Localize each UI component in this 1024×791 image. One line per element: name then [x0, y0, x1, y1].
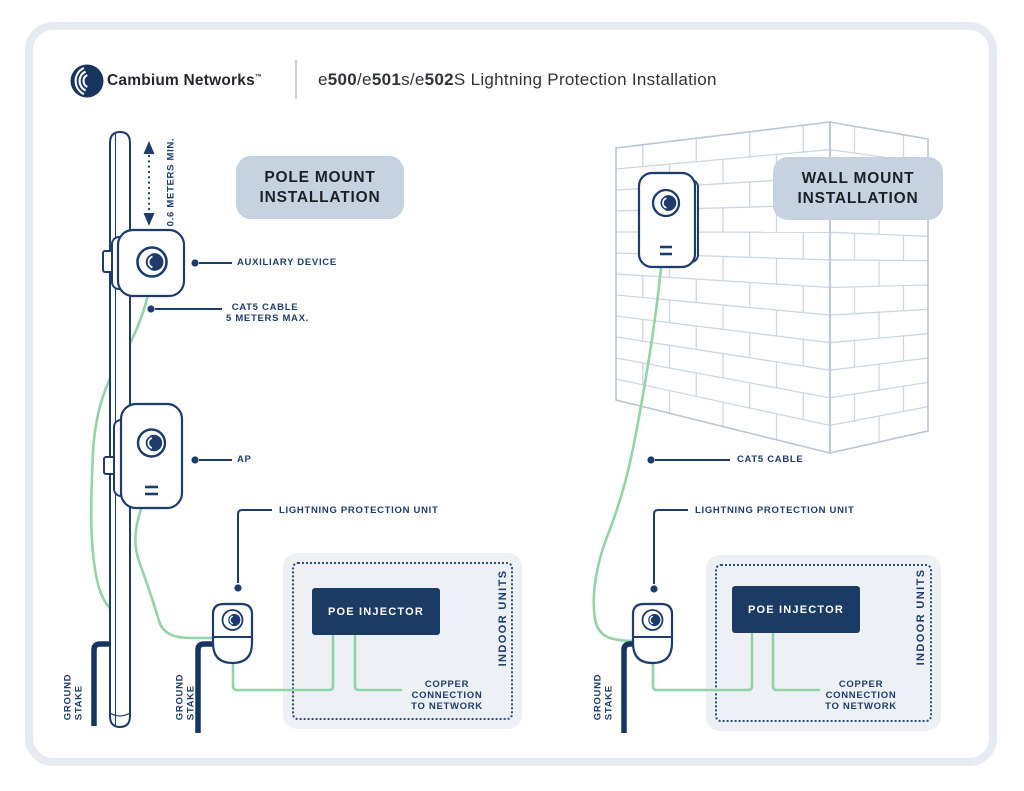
header-divider [295, 60, 297, 99]
ground-stake-label-pole: GROUND STAKE [62, 673, 85, 721]
ground-stake-label-wall: GROUND STAKE [592, 673, 615, 721]
indoor-units-panel-pole [283, 553, 522, 729]
ground-stake-lpu-left [195, 641, 216, 733]
dimension-label: 0.6 METERS MIN. [165, 137, 177, 227]
indoor-units-label-wall: INDOOR UNITS [915, 568, 927, 666]
device-logo-icon [651, 188, 681, 218]
ground-stake-label-lpu-left: GROUND STAKE [174, 673, 197, 721]
cat5-cable-label-pole: CAT5 CABLE 5 METERS MAX. [226, 302, 309, 324]
cambium-logo-icon [66, 62, 104, 105]
indoor-units-label-pole: INDOOR UNITS [497, 569, 509, 667]
cat5-line: 5 METERS MAX. [226, 313, 309, 324]
badge-line: INSTALLATION [259, 188, 381, 206]
wall-mount-badge: WALL MOUNT INSTALLATION [773, 157, 943, 220]
cat5-cable-label-wall: CAT5 CABLE [737, 454, 804, 465]
badge-line: POLE MOUNT [264, 168, 376, 186]
indoor-units-panel-wall [706, 555, 941, 731]
poe-injector-label: POE INJECTOR [747, 603, 845, 616]
copper-connection-label-pole: COPPER CONNECTION TO NETWORK [411, 679, 483, 713]
ap-device [113, 402, 184, 510]
poe-injector-box-pole: POE INJECTOR [312, 588, 440, 635]
indoor-units-dotted-border [292, 562, 513, 720]
cable-ap-to-lpu [134, 507, 217, 640]
wall-device [637, 171, 699, 269]
page-border [25, 22, 997, 766]
auxiliary-device-label: AUXILIARY DEVICE [237, 257, 337, 268]
lpu-label-pole: LIGHTNING PROTECTION UNIT [279, 505, 439, 516]
cat5-line: CAT5 CABLE [231, 302, 299, 313]
cable-lpu-to-poe-left [231, 634, 335, 692]
leader-lines [147, 259, 730, 593]
cable-lpu-to-poe-right [651, 632, 754, 692]
ground-stake-pole [91, 641, 111, 726]
page-title: e500/e501s/e502S Lightning Protection In… [318, 70, 717, 89]
brand-name: Cambium Networks™ [107, 72, 262, 90]
cable-walldevice-to-lpu [592, 266, 663, 643]
dimension-arrow [143, 141, 155, 226]
indoor-units-dotted-border [715, 564, 932, 722]
poe-injector-label: POE INJECTOR [327, 605, 425, 618]
poe-injector-box-wall: POE INJECTOR [732, 586, 860, 633]
indoor-cables [231, 632, 821, 692]
ground-stake-lpu-right [621, 641, 638, 733]
lpu-label-wall: LIGHTNING PROTECTION UNIT [695, 505, 855, 516]
trademark: ™ [254, 73, 263, 81]
lightning-protection-unit-right [633, 604, 672, 663]
device-logo-icon [136, 428, 167, 458]
cable-poe-to-network-left [353, 634, 403, 692]
badge-line: INSTALLATION [797, 189, 919, 207]
device-logo-icon [136, 246, 168, 278]
ground-stakes [91, 641, 638, 733]
lightning-protection-unit-left [213, 604, 252, 663]
cable-poe-to-network-right [771, 632, 821, 692]
brand-text: Cambium Networks [107, 72, 255, 89]
ap-label: AP [237, 454, 252, 465]
copper-connection-label-wall: COPPER CONNECTION TO NETWORK [825, 679, 897, 713]
badge-line: WALL MOUNT [801, 169, 915, 187]
pole-mount-badge: POLE MOUNT INSTALLATION [236, 156, 404, 219]
auxiliary-device [111, 228, 186, 298]
